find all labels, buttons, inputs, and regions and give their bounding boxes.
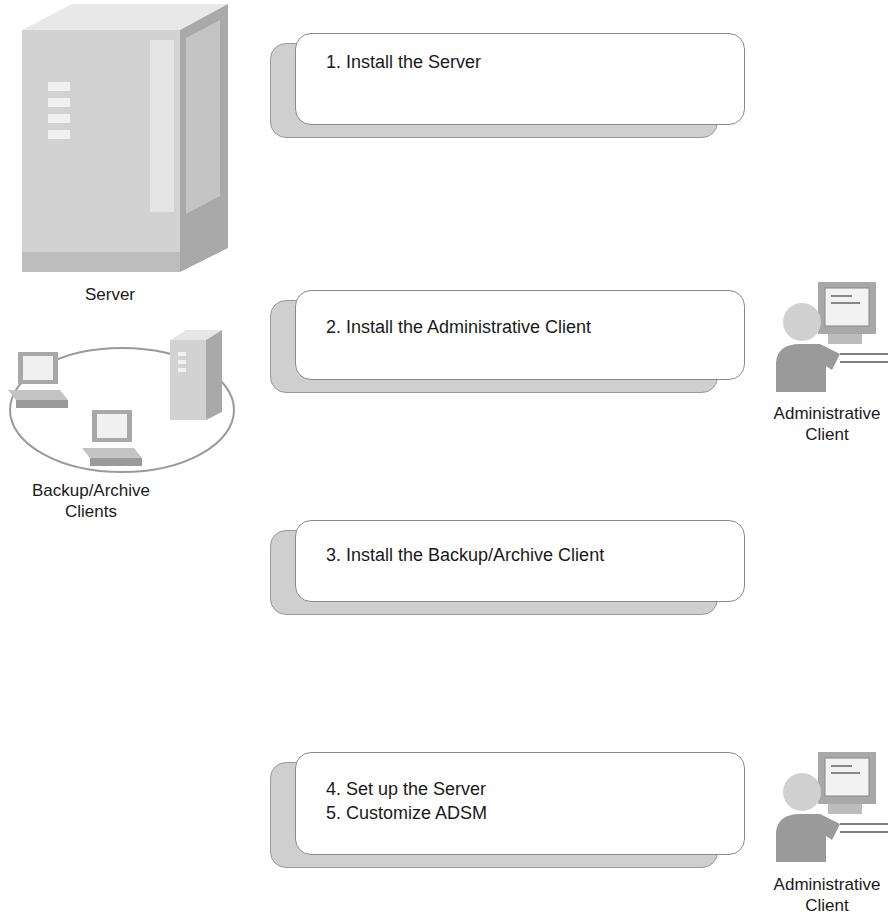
step-text: 1. Install the Server bbox=[326, 50, 724, 74]
illustration-label: Administrative Client bbox=[767, 403, 887, 445]
step-text: 2. Install the Administrative Client bbox=[326, 315, 724, 339]
server-illustration bbox=[22, 4, 228, 272]
admin-client-illustration bbox=[776, 752, 888, 862]
step-text: 3. Install the Backup/Archive Client bbox=[326, 543, 724, 567]
illustration-label: Backup/Archive Clients bbox=[6, 480, 176, 522]
admin-client-illustration bbox=[776, 282, 888, 392]
step-text: 5. Customize ADSM bbox=[326, 801, 724, 825]
network-illustration bbox=[8, 330, 234, 472]
step-box: 4. Set up the Server5. Customize ADSM bbox=[295, 752, 745, 855]
step-box: 2. Install the Administrative Client bbox=[295, 290, 745, 380]
illustration-label: Server bbox=[40, 284, 180, 305]
step-text: 4. Set up the Server bbox=[326, 777, 724, 801]
illustration-label: Administrative Client bbox=[767, 874, 887, 916]
step-box: 3. Install the Backup/Archive Client bbox=[295, 520, 745, 602]
step-box: 1. Install the Server bbox=[295, 33, 745, 125]
